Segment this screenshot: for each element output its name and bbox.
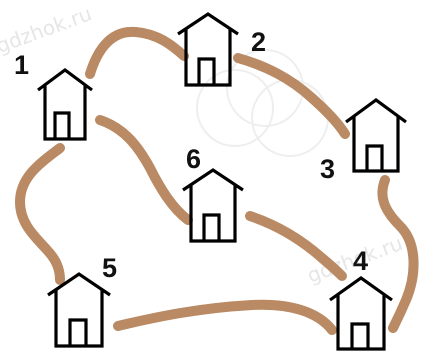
house-label-1: 1 — [14, 50, 29, 80]
house-3 — [345, 98, 407, 173]
house-label-4: 4 — [353, 246, 368, 276]
road-5-4 — [113, 299, 337, 335]
house-label-3: 3 — [320, 154, 335, 184]
house-3-icon — [345, 98, 407, 173]
road-1-5 — [15, 143, 65, 285]
road-6-4 — [245, 211, 347, 281]
house-5-icon — [47, 272, 111, 348]
road-1-2 — [85, 26, 189, 79]
house-4-icon — [329, 276, 393, 351]
house-6 — [182, 168, 244, 243]
house-2-icon — [177, 12, 239, 87]
road-2-3 — [233, 53, 350, 139]
house-1-icon — [37, 68, 93, 141]
house-label-5: 5 — [102, 253, 117, 283]
roads — [15, 26, 419, 335]
house-label-6: 6 — [186, 144, 201, 174]
house-label-2: 2 — [251, 27, 266, 57]
road-1-6 — [95, 115, 193, 225]
house-4 — [329, 276, 393, 351]
house-1 — [37, 68, 93, 141]
house-5 — [47, 272, 111, 348]
road-3-4 — [377, 175, 419, 333]
house-2 — [177, 12, 239, 87]
house-6-icon — [182, 168, 244, 243]
